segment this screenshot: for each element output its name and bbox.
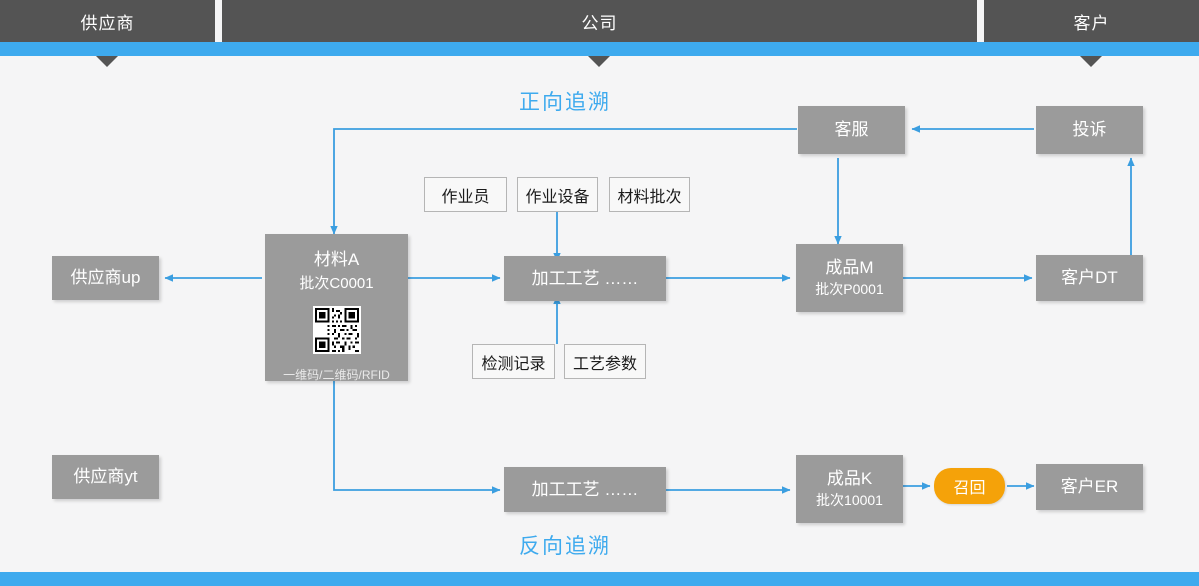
node-process-bottom-label: 加工工艺 …… [531,479,639,499]
header-notch-company-icon [588,56,610,67]
box-process-parameter-label: 工艺参数 [572,355,637,373]
diagram-canvas: 正向追溯 反向追溯 供应商up 供应商yt 材料A 批次C0001 [0,56,1199,572]
header-column-company: 公司 [222,0,977,42]
header-label-supplier: 供应商 [80,13,135,33]
material-a-title: 材料A [313,250,360,269]
node-supplier-yt[interactable]: 供应商yt [52,455,159,499]
box-process-parameter[interactable]: 工艺参数 [564,344,646,379]
node-material-a[interactable]: 材料A 批次C0001 [265,234,408,382]
node-product-m-title: 成品M [825,258,874,277]
box-equipment[interactable]: 作业设备 [517,177,598,212]
node-process-bottom[interactable]: 加工工艺 …… [504,467,666,512]
caption-forward-trace: 正向追溯 [519,91,611,114]
node-customer-dt-label: 客户DT [1061,268,1118,287]
node-product-k[interactable]: 成品K 批次10001 [796,455,903,523]
material-a-code-types: 一维码/二维码/RFID [283,368,390,382]
node-product-k-title: 成品K [826,469,873,488]
node-customer-er-label: 客户ER [1060,477,1119,496]
header-label-company: 公司 [581,13,618,33]
accent-bar-bottom [0,572,1199,586]
node-customer-service-label: 客服 [834,120,869,139]
node-supplier-up[interactable]: 供应商up [52,256,159,300]
node-complaint[interactable]: 投诉 [1036,106,1143,154]
wire-material-to-process-bottom [333,381,501,494]
box-inspection-record[interactable]: 检测记录 [472,344,555,379]
box-operator[interactable]: 作业员 [424,177,507,212]
header-column-supplier: 供应商 [0,0,215,42]
node-process-top-label: 加工工艺 …… [531,268,639,288]
node-complaint-label: 投诉 [1072,120,1107,139]
node-recall-label: 召回 [953,480,986,497]
header-column-customer: 客户 [984,0,1199,42]
node-customer-er[interactable]: 客户ER [1036,464,1143,510]
node-customer-dt[interactable]: 客户DT [1036,255,1143,301]
node-process-top[interactable]: 加工工艺 …… [504,256,666,301]
header-notch-supplier-icon [96,56,118,67]
node-product-k-batch: 批次10001 [816,492,883,508]
box-material-batch[interactable]: 材料批次 [609,177,690,212]
node-supplier-up-label: 供应商up [70,268,141,287]
box-operator-label: 作业员 [441,188,490,206]
accent-bar-top [0,42,1199,56]
box-inspection-record-label: 检测记录 [481,355,546,373]
qr-code-icon [312,306,361,354]
node-supplier-yt-label: 供应商yt [73,467,138,486]
node-recall[interactable]: 召回 [934,468,1005,504]
node-product-m[interactable]: 成品M 批次P0001 [796,244,903,312]
node-customer-service[interactable]: 客服 [798,106,905,154]
caption-reverse-trace: 反向追溯 [519,535,611,558]
header-notch-customer-icon [1080,56,1102,67]
box-material-batch-label: 材料批次 [617,188,682,206]
box-equipment-label: 作业设备 [525,188,590,206]
header-label-customer: 客户 [1073,13,1110,33]
material-a-batch: 批次C0001 [299,275,374,292]
node-product-m-batch: 批次P0001 [815,281,884,297]
